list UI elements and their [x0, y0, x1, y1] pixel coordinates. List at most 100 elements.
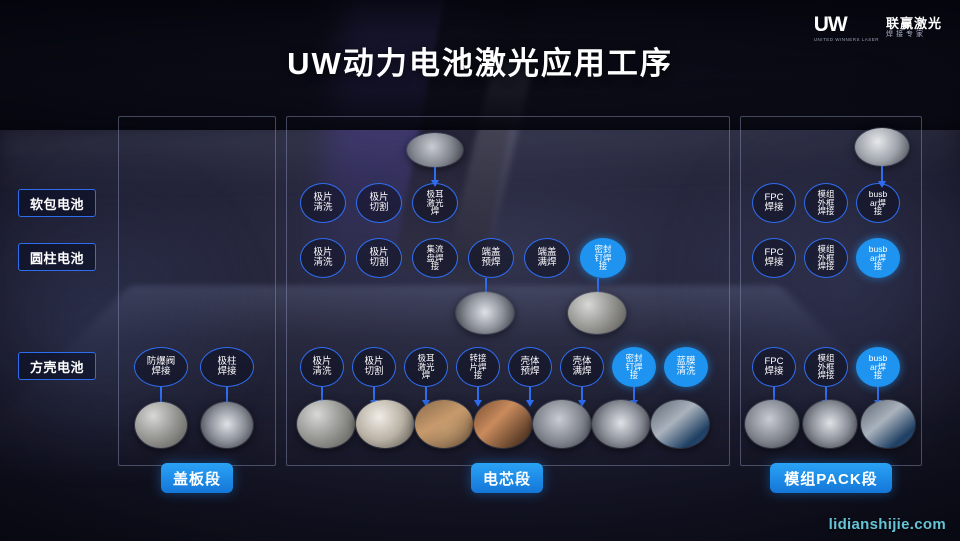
arrow-pris-cell-4	[526, 387, 534, 407]
category-tag-pouch[interactable]: 软包电池	[18, 189, 96, 217]
node-pouch-cell-2[interactable]: 极耳激光焊	[412, 183, 458, 223]
sample-photo-cell-6	[651, 400, 709, 448]
node-pouch-cell-0[interactable]: 极片清洗	[300, 183, 346, 223]
process-node-line: 极片	[369, 192, 389, 204]
node-cyl-cell-5[interactable]: 密封钉焊接	[580, 238, 626, 278]
node-pris-cell-4[interactable]: 壳体预焊	[508, 347, 552, 387]
process-node-line: 接	[629, 370, 639, 381]
process-node-line: 片焊	[469, 361, 487, 372]
process-node-line: 密封	[594, 243, 612, 254]
node-cyl-cell-2[interactable]: 集流盘焊接	[412, 238, 458, 278]
process-node-line: 激光	[426, 197, 444, 208]
process-node-line: 接	[873, 261, 883, 272]
node-pris-cell-5[interactable]: 壳体满焊	[560, 347, 604, 387]
process-node-line: 接	[873, 370, 883, 381]
process-node-line: 焊接	[817, 206, 835, 217]
node-cyl-cell-0[interactable]: 极片清洗	[300, 238, 346, 278]
category-tag-cylindrical[interactable]: 圆柱电池	[18, 243, 96, 271]
node-pris-cell-3[interactable]: 转接片焊接	[456, 347, 500, 387]
stage-label-cell[interactable]: 电芯段	[471, 463, 543, 493]
arrow-pris-cell-3	[474, 387, 482, 407]
sample-photo-cell-0	[297, 400, 355, 448]
node-pris-cell-2[interactable]: 极耳激光焊	[404, 347, 448, 387]
sample-photo-terminal-post	[201, 402, 253, 448]
process-node-line: 清洗	[313, 257, 333, 268]
process-node-line: 端盖	[537, 247, 557, 259]
process-node-line: 切割	[369, 257, 389, 268]
node-cyl-cell-1[interactable]: 极片切割	[356, 238, 402, 278]
process-node-line: 清洗	[312, 366, 332, 377]
process-node-line: 切割	[369, 202, 389, 213]
arrow-pris-cell-2	[422, 387, 430, 407]
process-node-line: 焊接	[764, 257, 784, 268]
process-node-line: ar焊	[869, 197, 887, 208]
process-node-line: 极片	[313, 192, 333, 204]
process-node-line: 焊接	[817, 261, 835, 272]
sample-photo-pouch-tab-weld	[407, 133, 463, 167]
node-cyl-cell-3[interactable]: 端盖预焊	[468, 238, 514, 278]
stage-label-cover-plate[interactable]: 盖板段	[161, 463, 233, 493]
process-node-line: 蓝膜	[676, 356, 696, 368]
process-node-line: 转接	[469, 352, 487, 363]
process-node-line: 清洗	[313, 202, 333, 213]
arrow-pris-cell-5	[578, 387, 586, 407]
process-node-line: 预焊	[520, 366, 540, 377]
process-node-line: 焊接	[817, 370, 835, 381]
node-pris-cell-6[interactable]: 密封钉焊接	[612, 347, 656, 387]
process-node-line: 防爆阀	[146, 356, 176, 368]
sample-photo-cell-1	[356, 400, 414, 448]
node-pris-cell-1[interactable]: 极片切割	[352, 347, 396, 387]
site-watermark: lidianshijie.com	[828, 516, 946, 533]
node-cyl-cell-4[interactable]: 端盖满焊	[524, 238, 570, 278]
node-pris-cover-1[interactable]: 极柱焊接	[200, 347, 254, 387]
process-node-line: 密封	[625, 352, 643, 363]
arrow-pris-pack-2	[874, 387, 882, 407]
process-node-line: ar焊	[869, 252, 887, 263]
node-pris-pack-1[interactable]: 模组外框焊接	[804, 347, 848, 387]
arrow-pris-cell-0	[318, 387, 326, 407]
process-node-line: 焊接	[151, 366, 171, 377]
arrow-pris-pack-0	[770, 387, 778, 407]
process-node-line: 外框	[817, 361, 835, 372]
process-node-line: 极片	[369, 247, 389, 259]
stage-label-pack[interactable]: 模组PACK段	[770, 463, 892, 493]
process-node-line: 模组	[817, 352, 835, 363]
node-pouch-cell-1[interactable]: 极片切割	[356, 183, 402, 223]
process-node-line: 极片	[313, 247, 333, 259]
process-node-line: FPC	[764, 192, 784, 204]
category-tag-prismatic[interactable]: 方壳电池	[18, 352, 96, 380]
sample-photo-pack-0	[745, 400, 799, 448]
logo-mark-text: UW	[813, 13, 848, 36]
sample-photo-cell-5	[592, 400, 650, 448]
process-node-line: 焊接	[764, 366, 784, 377]
process-node-line: busb	[868, 352, 888, 363]
node-pris-cell-0[interactable]: 极片清洗	[300, 347, 344, 387]
arrow-pris-cell-1	[370, 387, 378, 407]
node-cyl-pack-1[interactable]: 模组外框焊接	[804, 238, 848, 278]
sample-photo-cell-2	[415, 400, 473, 448]
process-node-line: 焊	[421, 370, 431, 381]
process-node-line: 外框	[817, 197, 835, 208]
process-node-line: 极片	[312, 356, 332, 368]
process-node-line: 预焊	[481, 257, 501, 268]
arrow-pris-pack-1	[822, 387, 830, 407]
process-node-line: 接	[430, 261, 440, 272]
process-node-line: 钉焊	[625, 361, 643, 372]
sample-photo-cylindrical-cap	[568, 292, 626, 334]
process-node-line: FPC	[764, 356, 784, 368]
process-node-line: 满焊	[537, 257, 557, 268]
node-pouch-pack-1[interactable]: 模组外框焊接	[804, 183, 848, 223]
node-pris-cell-7[interactable]: 蓝膜清洗	[664, 347, 708, 387]
process-node-line: 集流	[426, 243, 444, 254]
logo-uw-mark: UW UNITED WINNERS LASER	[814, 14, 879, 42]
process-node-line: 钉焊	[594, 252, 612, 263]
process-node-line: 模组	[817, 243, 835, 254]
node-pris-cover-0[interactable]: 防爆阀焊接	[134, 347, 188, 387]
